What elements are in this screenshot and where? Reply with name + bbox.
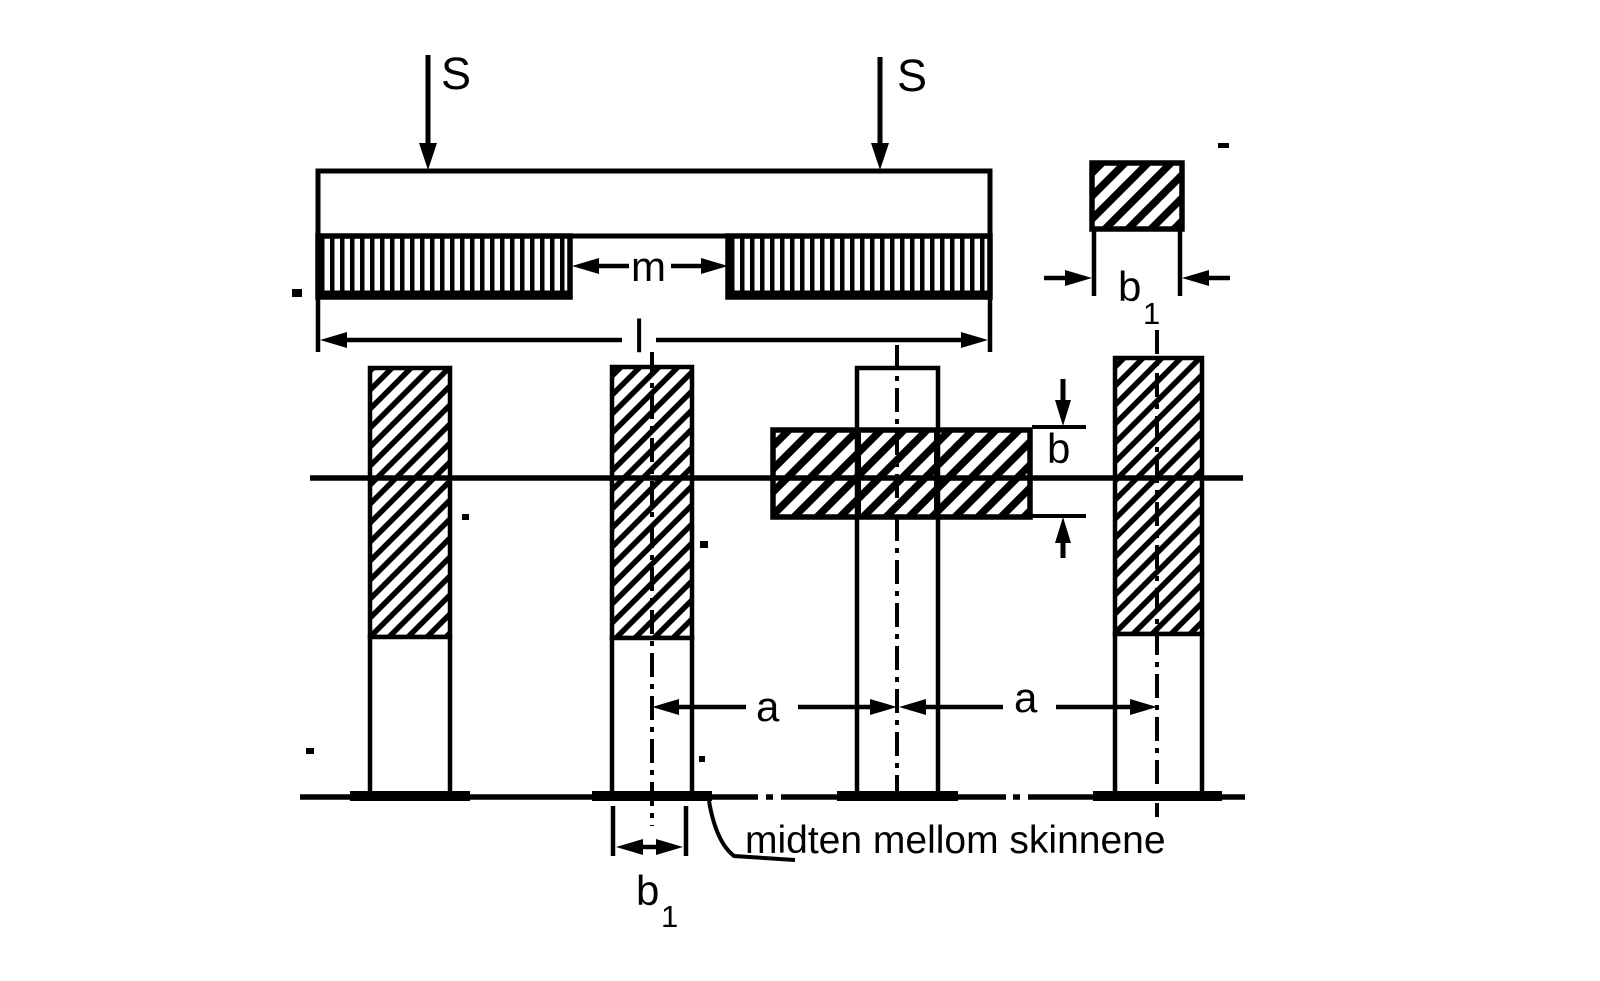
column-1-plain	[367, 634, 453, 800]
label-l: l	[634, 310, 644, 362]
load-arrow-left-head	[419, 143, 437, 170]
label-b1-bottom-base: b	[636, 867, 659, 914]
dimension-a-left: a	[652, 683, 897, 730]
rail-pad-left	[315, 233, 573, 300]
centerlines	[650, 330, 1159, 826]
label-b1-top-sub: 1	[1143, 296, 1160, 331]
load-arrow-left: S	[419, 48, 471, 170]
rail-pad-right	[725, 233, 993, 300]
dim-b-arrow-bottom-head	[1055, 517, 1071, 543]
column-1-hatched	[367, 365, 453, 640]
dimension-b1-bottom: b 1	[610, 806, 689, 934]
dim-b1-top-arrow-left	[1065, 270, 1092, 286]
dim-a-right-arrow-left	[899, 699, 926, 715]
beam-body	[315, 168, 993, 239]
dim-a-left-arrow-right	[870, 699, 897, 715]
dim-b-arrow-top-head	[1055, 400, 1071, 426]
rail-bar	[770, 427, 1033, 520]
noise-mark-3	[700, 541, 708, 548]
rail-cross-section: b 1	[1044, 160, 1230, 331]
dim-m-arrow-right	[701, 258, 728, 274]
dimension-a-right: a	[899, 674, 1157, 721]
label-a-right: a	[1014, 674, 1038, 721]
beam-side-view	[315, 168, 993, 300]
load-arrow-right: S	[871, 50, 927, 170]
sleeper-columns	[367, 355, 1205, 800]
dimension-b: b	[1032, 379, 1086, 558]
scan-noise	[292, 143, 1229, 762]
noise-mark-4	[462, 514, 469, 520]
ground-line	[300, 791, 1245, 801]
dim-b1-top-arrow-right	[1182, 270, 1209, 286]
annotation-text: midten mellom skinnene	[745, 819, 1166, 862]
label-b: b	[1047, 425, 1070, 472]
dimension-l: l	[315, 297, 993, 362]
noise-mark-6	[699, 756, 705, 762]
noise-mark-2	[1218, 143, 1229, 148]
dim-b1-bottom-arrow-right	[656, 839, 683, 855]
label-a-left: a	[756, 683, 780, 730]
noise-mark-5	[306, 748, 314, 754]
dim-a-left-arrow-left	[652, 699, 679, 715]
label-s-right: S	[897, 50, 927, 101]
dim-l-arrow-left	[320, 332, 347, 348]
rail-section-square	[1089, 160, 1185, 232]
noise-mark-1	[292, 289, 302, 297]
dim-b1-bottom-arrow-left	[616, 839, 643, 855]
annotation-group: midten mellom skinnene	[707, 800, 1166, 862]
rail-side-view	[770, 427, 1033, 520]
load-arrow-right-head	[871, 143, 889, 170]
dim-l-arrow-right	[961, 332, 988, 348]
label-s-left: S	[441, 48, 471, 99]
label-m: m	[631, 243, 666, 290]
dim-m-arrow-left	[572, 258, 599, 274]
dim-a-right-arrow-right	[1130, 699, 1157, 715]
annotation-leader-line	[707, 800, 796, 862]
dimension-m: m	[572, 243, 728, 290]
label-b1-bottom-sub: 1	[661, 899, 678, 934]
label-b1-top-base: b	[1118, 263, 1141, 310]
